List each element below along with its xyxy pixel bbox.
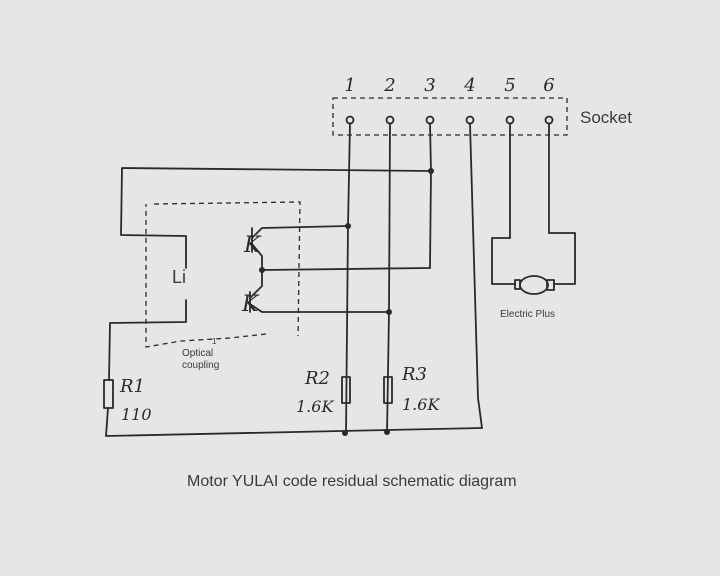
resistor-r1 (103, 379, 114, 409)
transistor-top-collector (251, 225, 349, 239)
diagram-caption: Motor YULAI code residual schematic diag… (187, 473, 517, 490)
transistor-bottom-mark: K (241, 292, 260, 317)
socket-pin-5 (505, 115, 515, 125)
transistor-bottom-emitter (249, 303, 390, 313)
socket-pin-4-label: 4 (463, 75, 475, 96)
device-label: Electric Plus (500, 309, 555, 320)
device-body (519, 275, 549, 295)
junction-bottom-r2 (342, 430, 348, 436)
wire-pin-4 (469, 123, 483, 429)
junction-transistors (259, 267, 265, 273)
socket-pin-6-label: 6 (543, 75, 554, 96)
socket-pin-2-label: 2 (383, 75, 395, 96)
resistor-r3 (383, 376, 393, 404)
resistor-r3-name: R3 (401, 364, 427, 385)
wire-top-loop (120, 167, 432, 269)
optical-coupler-outline (145, 201, 301, 348)
resistor-r3-value: 1.6K (402, 395, 440, 414)
socket-pin-2 (385, 115, 395, 125)
socket-pin-4 (465, 115, 475, 125)
socket-pin-6 (544, 115, 554, 125)
resistor-r1-value: 110 (121, 405, 152, 424)
transistor-top-mark: K (243, 233, 262, 258)
optical-coupler-marker: 1 (212, 337, 217, 346)
device-terminal-right (546, 279, 555, 291)
resistor-r2-name: R2 (304, 368, 330, 389)
wire-r1-bottom (105, 407, 483, 437)
junction-pin1-collector (345, 223, 351, 229)
led-label: Li (172, 267, 186, 287)
socket-pin-3 (425, 115, 435, 125)
transistor-top-emitter (251, 243, 263, 271)
wire-pin-3 (429, 123, 432, 269)
socket-box (332, 97, 568, 136)
transistor-bottom-collector (249, 269, 263, 299)
wire-transistors-to-pin3 (261, 267, 431, 271)
junction-pin2-emitter (386, 309, 392, 315)
socket-pin-1 (345, 115, 355, 125)
junction-top-loop (428, 168, 434, 174)
optical-coupling-label-line1: Optical (182, 348, 213, 359)
socket-pin-3-label: 3 (424, 75, 435, 96)
wire-device-loop (491, 232, 576, 285)
optical-coupling-label-line2: coupling (182, 360, 219, 371)
resistor-r2-value: 1.6K (296, 397, 334, 416)
socket-pin-5-label: 5 (504, 75, 515, 96)
socket-label: Socket (580, 108, 632, 127)
socket-pin-1-label: 1 (344, 75, 355, 96)
wire-led-bottom (108, 299, 187, 381)
resistor-r2 (341, 376, 351, 404)
resistor-r1-name: R1 (119, 376, 145, 397)
junction-bottom-r3 (384, 429, 390, 435)
